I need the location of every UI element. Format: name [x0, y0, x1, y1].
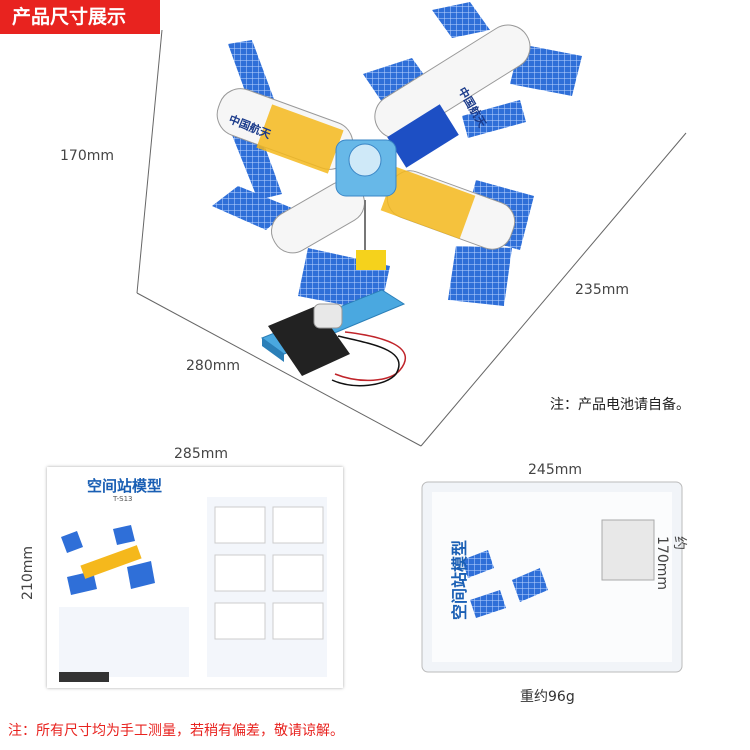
wire-black	[331, 335, 400, 387]
section-title-badge: 产品尺寸展示	[0, 0, 160, 34]
solar-panel	[462, 100, 526, 138]
card-code: T-S13	[113, 495, 133, 503]
weight-label: 重约96g	[520, 689, 575, 705]
card-width-label: 285mm	[174, 446, 228, 462]
blue-connector	[387, 104, 459, 168]
bag-height-label: 约170mm	[654, 536, 687, 590]
motor-gear	[356, 250, 386, 270]
packaging-bag	[421, 481, 683, 673]
height-dimension-line	[136, 29, 163, 294]
dimension-lines	[136, 29, 687, 447]
solar-panel	[432, 2, 490, 38]
depth-label: 235mm	[575, 282, 629, 298]
battery-box	[268, 306, 350, 376]
depth-dimension-line	[420, 132, 687, 447]
solar-panel	[448, 246, 512, 306]
card-content-illustration	[59, 497, 327, 682]
width-dimension-line	[136, 292, 422, 447]
bag-product-label: 空间站模型	[450, 539, 469, 620]
bag-width-label: 245mm	[528, 462, 582, 478]
measurement-disclaimer: 注：所有尺寸均为手工测量，若稍有偏差，敬请谅解。	[8, 723, 344, 739]
stand-and-base	[260, 200, 407, 387]
card-title: 空间站模型	[87, 477, 163, 495]
battery-note: 注：产品电池请自备。	[550, 397, 690, 413]
station-modules	[216, 24, 531, 254]
yellow-module-segment	[256, 104, 344, 174]
width-label: 280mm	[186, 358, 240, 374]
card-height-label: 210mm	[20, 546, 36, 600]
solar-panel	[212, 186, 292, 230]
white-module	[374, 24, 531, 139]
wire-red	[334, 331, 407, 382]
motor	[313, 303, 343, 329]
yellow-module-segment	[380, 167, 476, 239]
instruction-card: 空间站模型 T-S13	[47, 467, 343, 688]
solar-panel	[232, 128, 282, 200]
hub-cap	[348, 143, 382, 177]
height-label: 170mm	[60, 148, 114, 164]
